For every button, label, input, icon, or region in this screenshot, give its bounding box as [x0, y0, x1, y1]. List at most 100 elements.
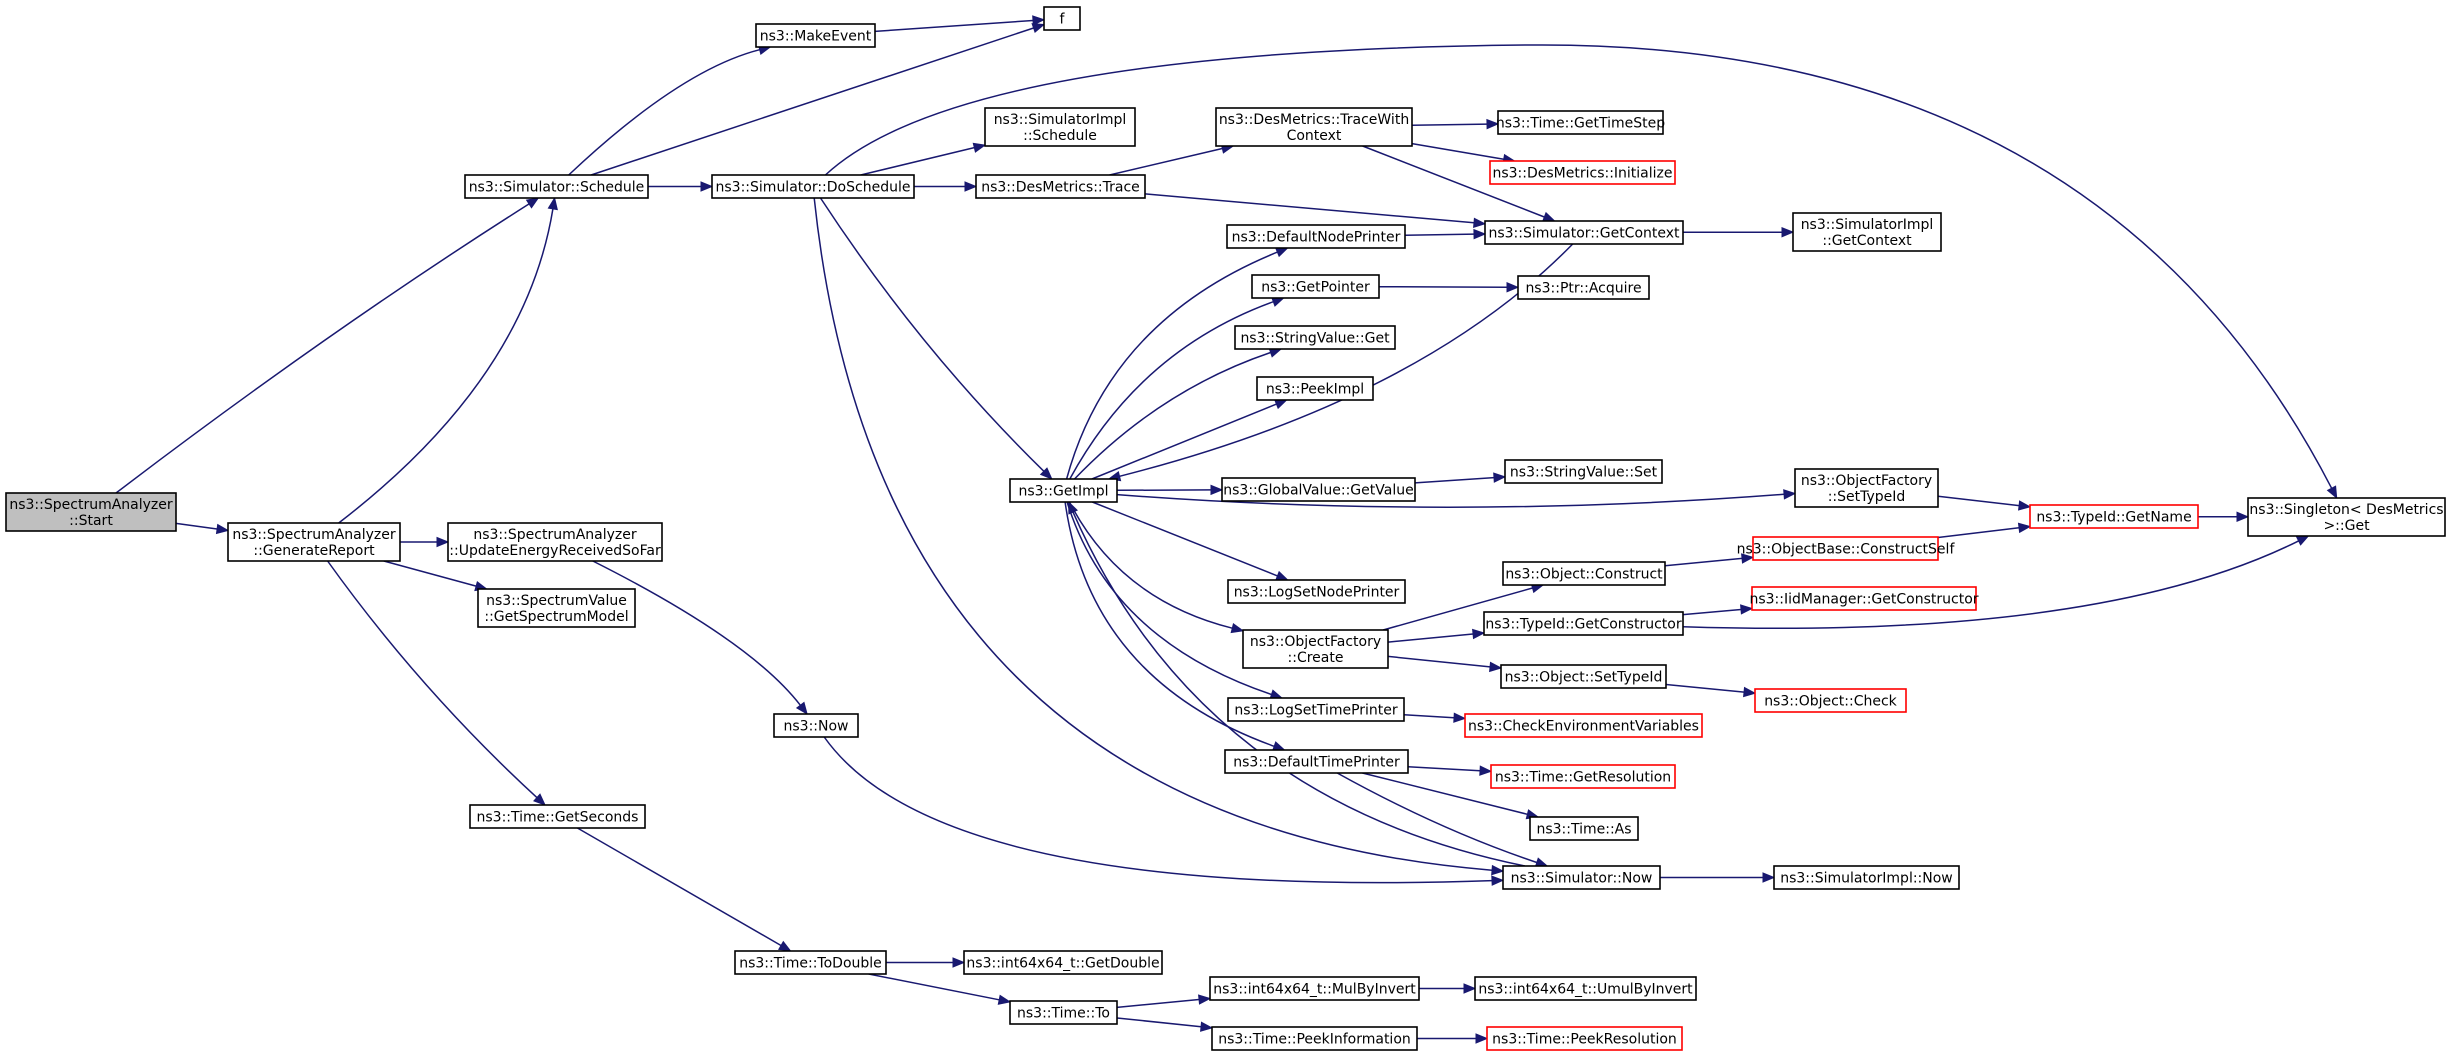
node-start[interactable]: ns3::SpectrumAnalyzer::Start — [5, 492, 177, 532]
node-iidmanager-getconstructor[interactable]: ns3::IidManager::GetConstructor — [1749, 586, 1979, 611]
node-genreport[interactable]: ns3::SpectrumAnalyzer::GenerateReport — [227, 522, 401, 562]
node-object-construct[interactable]: ns3::Object::Construct — [1502, 561, 1666, 586]
node-box[interactable] — [1474, 976, 1697, 1001]
node-box[interactable] — [1226, 224, 1406, 249]
node-object-check[interactable]: ns3::Object::Check — [1754, 688, 1907, 713]
node-box[interactable] — [1500, 664, 1667, 689]
node-defaulttimeprinter[interactable]: ns3::DefaultTimePrinter — [1224, 749, 1409, 774]
node-box[interactable] — [1256, 376, 1374, 401]
node-logsetnodeprinter[interactable]: ns3::LogSetNodePrinter — [1227, 579, 1406, 604]
node-box[interactable] — [1009, 478, 1118, 503]
node-typeid-getname[interactable]: ns3::TypeId::GetName — [2029, 504, 2199, 529]
node-simimpl-getcontext[interactable]: ns3::SimulatorImpl::GetContext — [1792, 212, 1942, 252]
node-makeevent[interactable]: ns3::MakeEvent — [755, 23, 876, 48]
node-box[interactable] — [477, 588, 636, 628]
node-box[interactable] — [1215, 107, 1413, 147]
node-objectfactory-settypeid[interactable]: ns3::ObjectFactory::SetTypeId — [1794, 468, 1939, 508]
node-stringvalue-set[interactable]: ns3::StringValue::Set — [1504, 459, 1663, 484]
node-box[interactable] — [447, 522, 663, 562]
node-box[interactable] — [1227, 579, 1406, 604]
node-box[interactable] — [1043, 6, 1081, 31]
node-time-gettimestep[interactable]: ns3::Time::GetTimeStep — [1496, 110, 1665, 135]
node-sim-getcontext[interactable]: ns3::Simulator::GetContext — [1484, 220, 1684, 245]
node-box[interactable] — [963, 950, 1163, 975]
node-box[interactable] — [1483, 611, 1684, 636]
node-box[interactable] — [773, 713, 859, 738]
node-box[interactable] — [1242, 629, 1389, 669]
node-getpointer[interactable]: ns3::GetPointer — [1251, 274, 1380, 299]
node-box[interactable] — [1484, 220, 1684, 245]
node-box[interactable] — [984, 107, 1136, 147]
node-globalvalue-getvalue[interactable]: ns3::GlobalValue::GetValue — [1221, 477, 1416, 502]
node-spectrumvalue-getmodel[interactable]: ns3::SpectrumValue::GetSpectrumModel — [477, 588, 636, 628]
node-box[interactable] — [1502, 865, 1661, 890]
node-box[interactable] — [2247, 497, 2446, 537]
node-typeid-getconstructor[interactable]: ns3::TypeId::GetConstructor — [1483, 611, 1684, 636]
node-box[interactable] — [734, 950, 887, 975]
node-time-peekinformation[interactable]: ns3::Time::PeekInformation — [1211, 1026, 1418, 1051]
node-defaultnodeprinter[interactable]: ns3::DefaultNodePrinter — [1226, 224, 1406, 249]
node-box[interactable] — [1754, 688, 1907, 713]
node-box[interactable] — [1751, 586, 1977, 611]
node-logsettimeprinter[interactable]: ns3::LogSetTimePrinter — [1227, 697, 1405, 722]
node-time-to[interactable]: ns3::Time::To — [1009, 1000, 1118, 1025]
node-f[interactable]: f — [1043, 6, 1081, 31]
node-time-as[interactable]: ns3::Time::As — [1529, 816, 1639, 841]
node-box[interactable] — [1009, 1000, 1118, 1025]
node-box[interactable] — [1251, 274, 1380, 299]
node-box[interactable] — [1529, 816, 1639, 841]
node-schedule[interactable]: ns3::Simulator::Schedule — [464, 174, 649, 199]
node-int64-umulbyinvert[interactable]: ns3::int64x64_t::UmulByInvert — [1474, 976, 1697, 1001]
node-time-todouble[interactable]: ns3::Time::ToDouble — [734, 950, 887, 975]
node-box[interactable] — [2029, 504, 2199, 529]
node-now[interactable]: ns3::Now — [773, 713, 859, 738]
node-box[interactable] — [1517, 275, 1650, 300]
node-box[interactable] — [1209, 976, 1420, 1001]
node-singleton-get[interactable]: ns3::Singleton< DesMetrics>::Get — [2247, 497, 2446, 537]
node-stringvalue-get[interactable]: ns3::StringValue::Get — [1234, 325, 1396, 350]
node-box[interactable] — [464, 174, 649, 199]
node-objectbase-constructself[interactable]: ns3::ObjectBase::ConstructSelf — [1737, 536, 1956, 561]
node-box[interactable] — [1464, 713, 1703, 738]
node-box[interactable] — [711, 174, 915, 199]
node-box[interactable] — [227, 522, 401, 562]
node-object-settypeid[interactable]: ns3::Object::SetTypeId — [1500, 664, 1667, 689]
node-box[interactable] — [1227, 697, 1405, 722]
node-doschedule[interactable]: ns3::Simulator::DoSchedule — [711, 174, 915, 199]
node-box[interactable] — [1490, 764, 1676, 789]
node-int64-mulbyinvert[interactable]: ns3::int64x64_t::MulByInvert — [1209, 976, 1420, 1001]
node-box[interactable] — [1221, 477, 1416, 502]
node-box[interactable] — [1486, 1026, 1683, 1051]
node-desmetrics-initialize[interactable]: ns3::DesMetrics::Initialize — [1489, 160, 1676, 185]
node-box[interactable] — [1234, 325, 1396, 350]
node-box[interactable] — [1502, 561, 1666, 586]
node-box[interactable] — [1224, 749, 1409, 774]
node-box[interactable] — [1497, 110, 1664, 135]
node-box[interactable] — [1794, 468, 1939, 508]
node-ptr-acquire[interactable]: ns3::Ptr::Acquire — [1517, 275, 1650, 300]
node-box[interactable] — [469, 804, 646, 829]
node-simimpl-now[interactable]: ns3::SimulatorImpl::Now — [1773, 865, 1960, 890]
node-box[interactable] — [755, 23, 876, 48]
node-simimpl-schedule[interactable]: ns3::SimulatorImpl::Schedule — [984, 107, 1136, 147]
node-box[interactable] — [1211, 1026, 1418, 1051]
node-getimpl[interactable]: ns3::GetImpl — [1009, 478, 1118, 503]
node-box[interactable] — [1752, 536, 1939, 561]
node-int64-getdouble[interactable]: ns3::int64x64_t::GetDouble — [963, 950, 1163, 975]
node-box[interactable] — [1792, 212, 1942, 252]
node-time-getresolution[interactable]: ns3::Time::GetResolution — [1490, 764, 1676, 789]
node-peekimpl[interactable]: ns3::PeekImpl — [1256, 376, 1374, 401]
node-box[interactable] — [1773, 865, 1960, 890]
node-sim-now[interactable]: ns3::Simulator::Now — [1502, 865, 1661, 890]
node-updateenergy[interactable]: ns3::SpectrumAnalyzer::UpdateEnergyRecei… — [447, 522, 663, 562]
node-box[interactable] — [1489, 160, 1676, 185]
node-objectfactory-create[interactable]: ns3::ObjectFactory::Create — [1242, 629, 1389, 669]
node-checkenvvars[interactable]: ns3::CheckEnvironmentVariables — [1464, 713, 1703, 738]
node-box[interactable] — [1504, 459, 1663, 484]
node-time-getseconds[interactable]: ns3::Time::GetSeconds — [469, 804, 646, 829]
node-box[interactable] — [5, 492, 177, 532]
node-time-peekresolution[interactable]: ns3::Time::PeekResolution — [1486, 1026, 1683, 1051]
node-desmetrics-trace[interactable]: ns3::DesMetrics::Trace — [975, 174, 1146, 199]
node-box[interactable] — [975, 174, 1146, 199]
